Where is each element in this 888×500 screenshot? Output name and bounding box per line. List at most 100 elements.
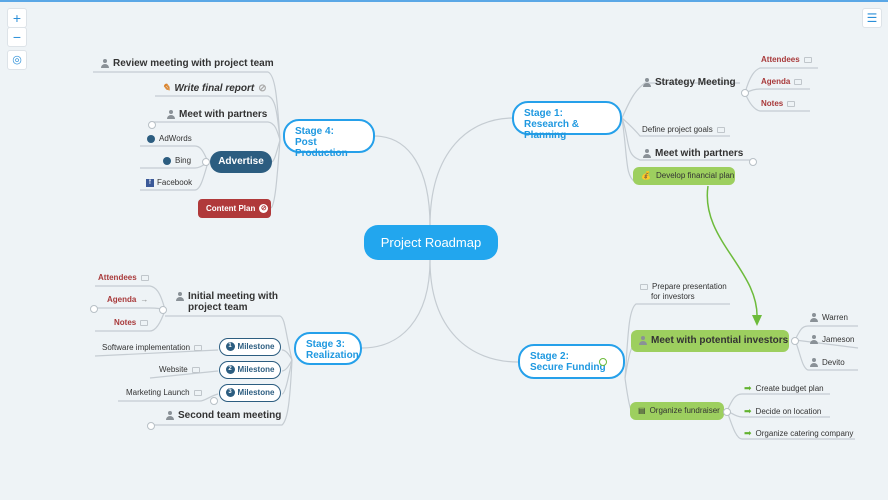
marketing-launch-node[interactable]: Marketing Launch (126, 388, 202, 397)
organize-fundraiser-node[interactable]: ▤Organize fundraiser (630, 402, 724, 420)
person-icon (166, 410, 174, 420)
arrow-right-icon: ➡ (744, 383, 752, 393)
write-report-node[interactable]: ✎Write final report⊘ (162, 83, 267, 94)
channel-bing[interactable]: Bing (163, 156, 191, 165)
investor-devito[interactable]: Devito (810, 358, 845, 368)
stage-2-node[interactable]: Stage 2: Secure Funding (518, 344, 625, 379)
website-node[interactable]: Website (159, 365, 200, 374)
link-anchor-icon[interactable] (599, 358, 607, 366)
collapse-toggle[interactable] (210, 397, 218, 405)
stage4-meet-partners-node[interactable]: Meet with partners (167, 109, 267, 120)
prepare-presentation-node[interactable]: Prepare presentation for investors (640, 282, 727, 302)
channel-label: AdWords (159, 134, 192, 143)
develop-financial-plan-node[interactable]: 💰Develop financial plan (633, 167, 735, 185)
expand-toggle[interactable] (147, 422, 155, 430)
person-icon (643, 148, 651, 158)
stage-1-node[interactable]: Stage 1: Research & Planning (512, 101, 622, 141)
strategy-agenda-node[interactable]: Agenda (761, 77, 803, 86)
collapse-toggle[interactable] (741, 89, 749, 97)
meet-investors-node[interactable]: Meet with potential investors (631, 330, 789, 352)
write-report-label: Write final report (174, 83, 255, 94)
expand-toggle[interactable] (749, 158, 757, 166)
person-icon (810, 313, 818, 323)
task-create-budget[interactable]: ➡Create budget plan (744, 383, 824, 394)
initial-meeting-line2: project team (188, 302, 248, 313)
stage-3-node[interactable]: Stage 3: Realization (294, 332, 362, 365)
initial-notes-node[interactable]: Notes (114, 318, 149, 327)
task-label: Marketing Launch (126, 388, 190, 397)
stage-4-title-line1: Stage 4: (295, 126, 334, 137)
attendees-label: Attendees (98, 273, 137, 282)
content-plan-node[interactable]: Content Plan⊘ (198, 199, 271, 218)
agenda-label: Agenda (761, 77, 791, 86)
task-label: Software implementation (102, 343, 191, 352)
zoom-in-button[interactable]: + (7, 8, 27, 28)
review-meeting-node[interactable]: Review meeting with project team (101, 58, 274, 69)
task-label: Organize catering company (755, 429, 854, 438)
channel-label: Facebook (157, 178, 193, 187)
advertise-node[interactable]: Advertise (210, 151, 272, 173)
strategy-meeting-node[interactable]: Strategy Meeting (643, 77, 736, 88)
initial-meeting-node[interactable]: Initial meeting with project team (176, 291, 278, 313)
zoom-out-button[interactable]: − (7, 27, 27, 47)
note-icon (794, 78, 803, 85)
pencil-icon: ✎ (162, 83, 171, 94)
milestone-label: Milestone (237, 388, 275, 397)
collapse-toggle[interactable] (791, 337, 799, 345)
strategy-attendees-node[interactable]: Attendees (761, 55, 812, 64)
person-icon (643, 77, 651, 87)
note-icon (787, 100, 796, 107)
arrow-right-icon: ➡ (744, 428, 752, 438)
stage-1-title-line1: Stage 1: (524, 108, 563, 119)
content-plan-label: Content Plan (206, 204, 256, 213)
organize-fundraiser-label: Organize fundraiser (649, 406, 720, 415)
person-icon (167, 109, 175, 119)
notes-label: Notes (761, 99, 784, 108)
attendees-label: Attendees (761, 55, 800, 64)
define-goals-node[interactable]: Define project goals (642, 125, 725, 134)
investor-name: Jameson (822, 335, 855, 344)
stage-2-title-line1: Stage 2: (530, 351, 569, 362)
investor-name: Warren (822, 313, 848, 322)
collapse-toggle[interactable] (202, 158, 210, 166)
expand-toggle[interactable] (148, 121, 156, 129)
second-meeting-node[interactable]: Second team meeting (166, 410, 281, 421)
investor-warren[interactable]: Warren (810, 313, 848, 323)
stage1-meet-partners-node[interactable]: Meet with partners (643, 148, 743, 159)
task-decide-location[interactable]: ➡Decide on location (744, 406, 821, 417)
meet-partners-label: Meet with partners (655, 148, 744, 159)
strategy-notes-node[interactable]: Notes (761, 99, 796, 108)
person-icon (810, 335, 818, 345)
software-implementation-node[interactable]: Software implementation (102, 343, 203, 352)
channel-adwords[interactable]: AdWords (147, 134, 192, 143)
define-goals-label: Define project goals (642, 125, 713, 134)
investor-jameson[interactable]: Jameson (810, 335, 855, 345)
crosshair-icon[interactable]: ◎ (7, 50, 27, 70)
stage-4-node[interactable]: Stage 4: Post Production (283, 119, 375, 159)
top-accent-bar (0, 0, 888, 2)
central-topic[interactable]: Project Roadmap (364, 225, 498, 260)
expand-toggle[interactable] (90, 305, 98, 313)
milestone-number: 1 (225, 342, 235, 352)
task-organize-catering[interactable]: ➡Organize catering company (744, 428, 853, 439)
bing-icon (163, 156, 171, 165)
collapse-toggle[interactable] (723, 408, 731, 416)
hamburger-menu-icon[interactable]: ☰ (862, 8, 882, 28)
milestone-number: 2 (225, 365, 235, 375)
collapse-toggle[interactable] (159, 306, 167, 314)
note-icon (803, 56, 812, 63)
task-label: Website (159, 365, 188, 374)
milestone-number: 3 (225, 388, 235, 398)
initial-attendees-node[interactable]: Attendees (98, 273, 149, 282)
note-icon (140, 319, 149, 326)
document-icon (640, 283, 648, 290)
person-icon (176, 291, 184, 301)
link-icon: ⊘ (259, 204, 269, 214)
channel-label: Bing (175, 156, 192, 165)
initial-meeting-line1: Initial meeting with (188, 291, 279, 302)
initial-agenda-node[interactable]: Agenda→ (107, 295, 148, 304)
